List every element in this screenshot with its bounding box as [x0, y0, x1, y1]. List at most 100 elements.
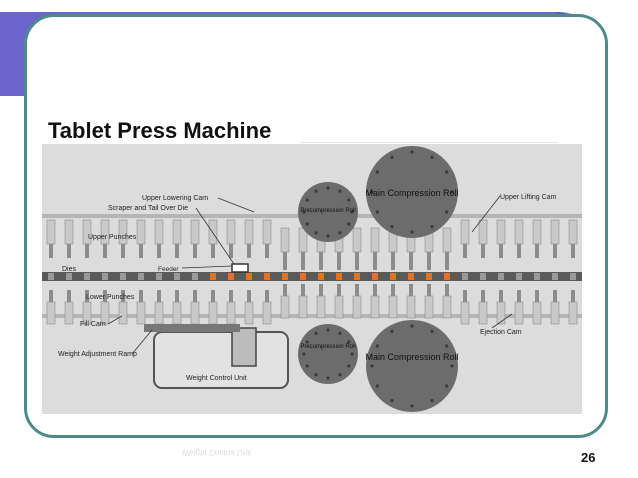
- lower-punch-tip: [283, 284, 287, 296]
- lower-punch-tip: [463, 290, 467, 302]
- lower-punch: [190, 301, 200, 325]
- lower-punch: [442, 295, 452, 319]
- roll-bolt: [314, 373, 318, 377]
- lower-punch: [280, 295, 290, 319]
- upper-punch: [64, 219, 74, 245]
- lower-punch-tip: [319, 284, 323, 296]
- roll-bolt: [305, 340, 309, 344]
- precompression-roll-bottom: [298, 324, 358, 384]
- lower-punch-tip: [391, 284, 395, 296]
- main-compression-roll-bottom: [366, 320, 458, 412]
- upper-punch-tip: [121, 244, 125, 258]
- upper-punch-tip: [283, 252, 287, 270]
- die: [264, 273, 270, 280]
- upper-punch-tip: [445, 252, 449, 270]
- roll-bolt: [326, 328, 330, 332]
- roll-bolt: [302, 210, 306, 214]
- roll-bolt: [450, 190, 454, 194]
- roll-bolt: [314, 231, 318, 235]
- die: [228, 273, 234, 280]
- lower-punch-tip: [301, 284, 305, 296]
- upper-punch-tip: [157, 244, 161, 258]
- die: [372, 273, 378, 280]
- label-precompression-roll-bottom-text: Precompression Roll: [300, 344, 355, 350]
- upper-punch-tip: [571, 244, 575, 258]
- upper-punch: [46, 219, 56, 245]
- upper-punch: [532, 219, 542, 245]
- roll-bolt: [375, 344, 379, 348]
- slide-title: Tablet Press Machine: [48, 118, 272, 143]
- feeder-block: [231, 263, 249, 273]
- lower-punch-tip: [247, 290, 251, 302]
- label-dies: Dies: [62, 266, 77, 273]
- lower-punch: [532, 301, 542, 325]
- upper-punch-tip: [229, 244, 233, 258]
- title-rule: [300, 142, 558, 143]
- lower-punch: [226, 301, 236, 325]
- die: [282, 273, 288, 280]
- lower-punch: [370, 295, 380, 319]
- die: [300, 273, 306, 280]
- upper-punch-tip: [373, 252, 377, 270]
- upper-punch: [226, 219, 236, 245]
- roll-bolt: [347, 198, 351, 202]
- roll-bolt: [338, 231, 342, 235]
- lower-punch-tip: [265, 290, 269, 302]
- roll-bolt: [314, 189, 318, 193]
- upper-punch: [514, 219, 524, 245]
- lower-punch: [406, 295, 416, 319]
- roll-bolt: [350, 210, 354, 214]
- roll-bolt: [445, 344, 449, 348]
- die: [426, 273, 432, 280]
- roll-bolt: [375, 170, 379, 174]
- leader-upper-lowering-cam: [217, 197, 255, 213]
- lower-punch-tip: [535, 290, 539, 302]
- label-weight-control-unit: Weight Control Unit: [186, 375, 247, 382]
- upper-punch-tip: [337, 252, 341, 270]
- die: [516, 273, 522, 280]
- roll-bolt: [390, 399, 394, 403]
- lower-punch: [496, 301, 506, 325]
- lower-punch-tip: [211, 290, 215, 302]
- weight-adjustment-ramp: [144, 324, 240, 332]
- roll-bolt: [350, 352, 354, 356]
- lower-cam-track: [42, 314, 582, 318]
- label-main-compression-roll-top-text: Main Compression Roll: [365, 188, 458, 198]
- roll-bolt: [390, 225, 394, 229]
- lower-punch: [424, 295, 434, 319]
- lower-punch: [82, 301, 92, 325]
- leader-lines: [107, 195, 513, 355]
- lower-punch: [298, 295, 308, 319]
- die: [246, 273, 252, 280]
- roll-bolt: [305, 198, 309, 202]
- die-marks: [48, 273, 576, 280]
- lower-punch-tip: [157, 290, 161, 302]
- roll-bolt: [326, 234, 330, 238]
- label-upper-punches: Upper Punches: [88, 234, 137, 241]
- lower-punch-tip: [67, 290, 71, 302]
- roll-bolt: [347, 340, 351, 344]
- die: [480, 273, 486, 280]
- die: [174, 273, 180, 280]
- leader-scraper: [195, 207, 235, 265]
- lower-punch-tip: [373, 284, 377, 296]
- tablet-press-diagram: Upper Lowering Cam Scraper and Tail Over…: [42, 144, 582, 414]
- label-precompression-roll-top-text: Precompression Roll: [300, 208, 355, 214]
- upper-punch: [244, 219, 254, 245]
- lower-punch: [244, 301, 254, 325]
- lower-punch-tip: [355, 284, 359, 296]
- roll-bolt: [347, 364, 351, 368]
- upper-punch-tip: [481, 244, 485, 258]
- lower-punch-tip: [49, 290, 53, 302]
- die: [120, 273, 126, 280]
- label-precompression-roll-top: Precompression Roll: [300, 208, 355, 214]
- lower-punch: [334, 295, 344, 319]
- upper-punch-tip: [67, 244, 71, 258]
- lower-punch-tip: [445, 284, 449, 296]
- die: [354, 273, 360, 280]
- main-compression-roll-top: [366, 146, 458, 238]
- diagram-reflection: Weight Control Unit: [42, 414, 582, 476]
- roll-bolt: [450, 364, 454, 368]
- die: [444, 273, 450, 280]
- weight-control-plunger: [231, 327, 257, 367]
